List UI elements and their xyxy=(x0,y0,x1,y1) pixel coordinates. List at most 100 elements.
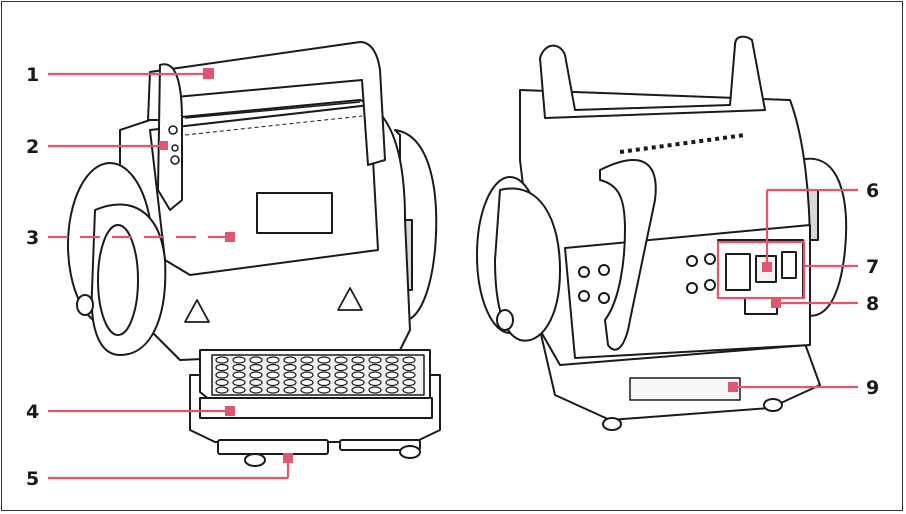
front-hood xyxy=(149,104,379,276)
sample-well xyxy=(300,363,314,372)
sample-well xyxy=(249,371,263,379)
display-window xyxy=(256,192,333,234)
back-vent-row xyxy=(619,133,746,154)
sample-well xyxy=(215,363,229,372)
back-foot-left xyxy=(602,417,622,431)
front-left-wheel-knob xyxy=(76,294,94,316)
sample-well xyxy=(385,363,399,372)
power-switch xyxy=(781,251,797,279)
sample-well xyxy=(266,363,280,372)
sample-well xyxy=(300,378,314,387)
connector-port xyxy=(598,264,610,276)
power-inlet xyxy=(725,253,751,291)
callout-number-5: 5 xyxy=(26,468,39,490)
front-hood-rib xyxy=(184,115,363,136)
connector-port xyxy=(598,292,610,304)
sample-well xyxy=(300,356,314,364)
callout-box-7 xyxy=(716,240,806,300)
sample-well xyxy=(334,371,348,379)
sample-well xyxy=(334,378,348,387)
front-foot-left xyxy=(244,453,266,467)
sample-well xyxy=(215,386,229,394)
callout-marker-1 xyxy=(203,68,214,79)
sample-well xyxy=(232,378,246,387)
connector-port xyxy=(704,253,716,265)
callout-marker-3 xyxy=(225,232,235,242)
front-hood-rib xyxy=(184,101,361,119)
sample-well xyxy=(402,378,416,387)
sample-well xyxy=(334,356,348,364)
sample-well xyxy=(232,356,246,364)
back-handle xyxy=(539,35,766,119)
connector-port xyxy=(686,282,698,294)
sample-well xyxy=(317,363,331,372)
sample-well xyxy=(317,356,331,364)
back-label-plate xyxy=(629,377,741,401)
sample-well xyxy=(215,371,229,379)
sample-well xyxy=(334,363,348,372)
back-device xyxy=(476,35,848,431)
callout-number-1: 1 xyxy=(26,64,39,86)
sample-well xyxy=(283,378,297,387)
sample-well xyxy=(266,371,280,379)
sample-well xyxy=(215,356,229,364)
sample-well xyxy=(283,356,297,364)
callout-marker-2 xyxy=(159,141,168,150)
sample-well xyxy=(368,363,382,372)
connector-port xyxy=(704,279,716,291)
sample-well xyxy=(300,386,314,394)
power-indicator-icon xyxy=(170,155,180,165)
back-left-wheel-knob xyxy=(496,309,514,331)
sample-well xyxy=(402,363,416,372)
back-foot-right xyxy=(763,398,783,412)
sample-well xyxy=(317,386,331,394)
sample-well xyxy=(266,356,280,364)
sample-well xyxy=(283,371,297,379)
back-strap xyxy=(599,159,657,351)
sample-well xyxy=(232,386,246,394)
sample-well xyxy=(283,386,297,394)
callout-number-9: 9 xyxy=(866,377,879,399)
connector-port xyxy=(686,255,698,267)
sample-well xyxy=(351,363,365,372)
connector-port xyxy=(578,290,590,302)
sample-well xyxy=(368,386,382,394)
sample-well xyxy=(266,378,280,387)
sample-well xyxy=(385,386,399,394)
sample-well xyxy=(368,378,382,387)
front-left-wheel-hub xyxy=(97,224,139,336)
sample-well xyxy=(351,356,365,364)
sample-well xyxy=(402,386,416,394)
sample-well xyxy=(385,356,399,364)
sample-well xyxy=(283,363,297,372)
sample-well xyxy=(317,371,331,379)
sample-block-front xyxy=(199,397,433,419)
sample-well xyxy=(249,378,263,387)
hot-surface-warning-icon-left xyxy=(184,299,210,323)
sample-well xyxy=(351,386,365,394)
callout-number-4: 4 xyxy=(26,401,39,423)
sample-well xyxy=(368,356,382,364)
front-side-panel xyxy=(157,63,183,211)
sample-well xyxy=(249,356,263,364)
callout-number-2: 2 xyxy=(26,136,39,158)
callout-marker-5 xyxy=(283,453,293,463)
sample-well xyxy=(232,363,246,372)
sample-well xyxy=(385,371,399,379)
callout-marker-8 xyxy=(771,298,781,308)
callout-marker-4 xyxy=(225,406,235,416)
callout-marker-6 xyxy=(762,262,772,272)
front-foot-right xyxy=(399,445,421,459)
callout-number-8: 8 xyxy=(866,293,879,315)
sample-wells xyxy=(215,356,416,394)
callout-marker-9 xyxy=(728,382,738,392)
front-foot-rail xyxy=(339,439,421,451)
sample-well xyxy=(232,371,246,379)
connector-port xyxy=(578,266,590,278)
sample-well xyxy=(300,371,314,379)
sample-well xyxy=(351,371,365,379)
sample-well xyxy=(334,386,348,394)
callout-number-6: 6 xyxy=(866,180,879,202)
hot-surface-warning-icon-right xyxy=(337,287,363,311)
